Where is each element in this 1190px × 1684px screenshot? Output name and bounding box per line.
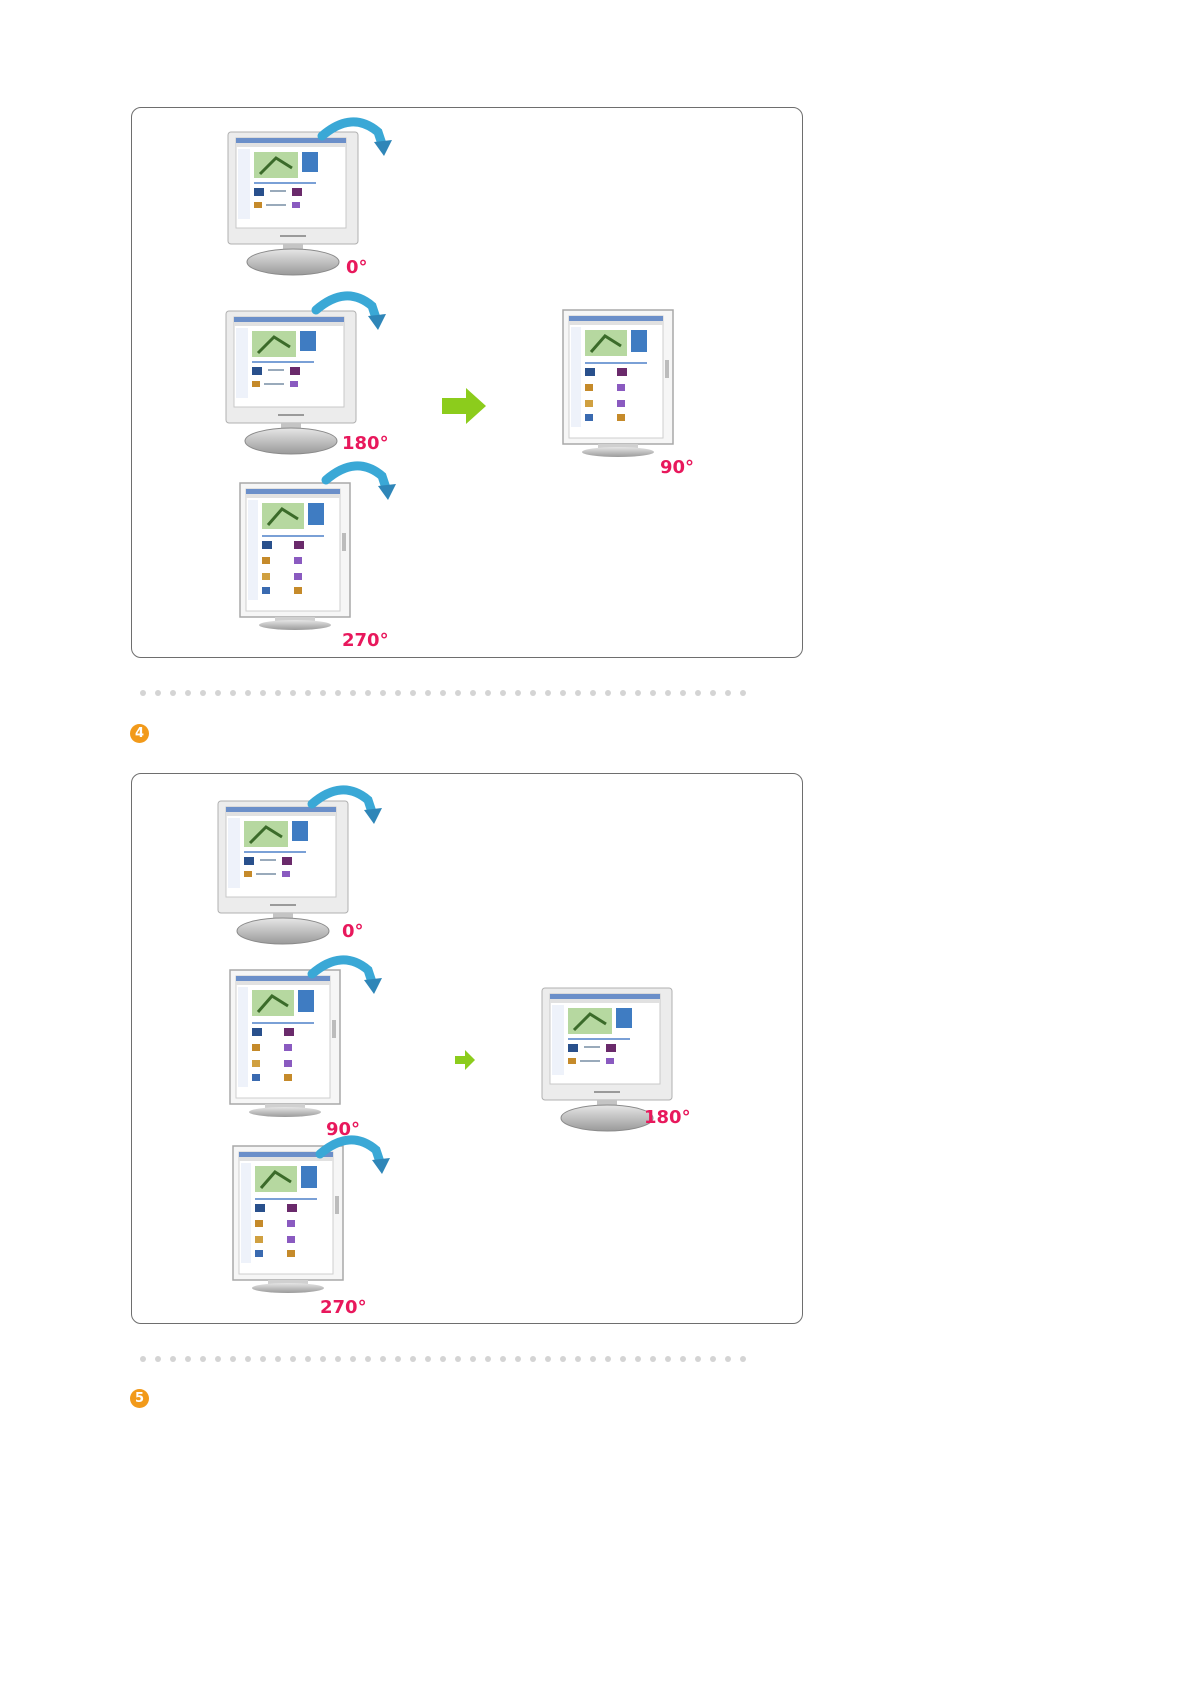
monitor-0-deg [228, 122, 392, 275]
monitor-180-deg [226, 296, 386, 454]
degree-label: 0° [342, 921, 364, 942]
rotation-panel-2: 0° 90° 270° 180° [131, 773, 803, 1324]
monitor-270-deg [233, 1140, 390, 1293]
degree-label: 0° [346, 257, 368, 278]
panel-1-illustration: 0° 180° 270° 90° [132, 108, 804, 659]
rotation-panel-1: 0° 180° 270° 90° [131, 107, 803, 658]
result-arrow-icon [442, 388, 486, 424]
degree-label: 90° [326, 1119, 360, 1140]
monitor-270-deg [240, 466, 396, 630]
dotted-separator [140, 690, 760, 696]
dotted-separator [140, 1356, 760, 1362]
step-badge-5: 5 [130, 1389, 149, 1408]
degree-label: 270° [342, 630, 389, 651]
result-arrow-icon [455, 1050, 475, 1070]
degree-label: 180° [342, 433, 389, 454]
monitor-90-deg [230, 960, 382, 1117]
degree-label: 90° [660, 457, 694, 478]
degree-label: 180° [644, 1107, 691, 1128]
panel-2-illustration: 0° 90° 270° 180° [132, 774, 804, 1325]
degree-label: 270° [320, 1297, 367, 1318]
step-badge-4: 4 [130, 724, 149, 743]
monitor-90-deg-result [563, 310, 673, 457]
